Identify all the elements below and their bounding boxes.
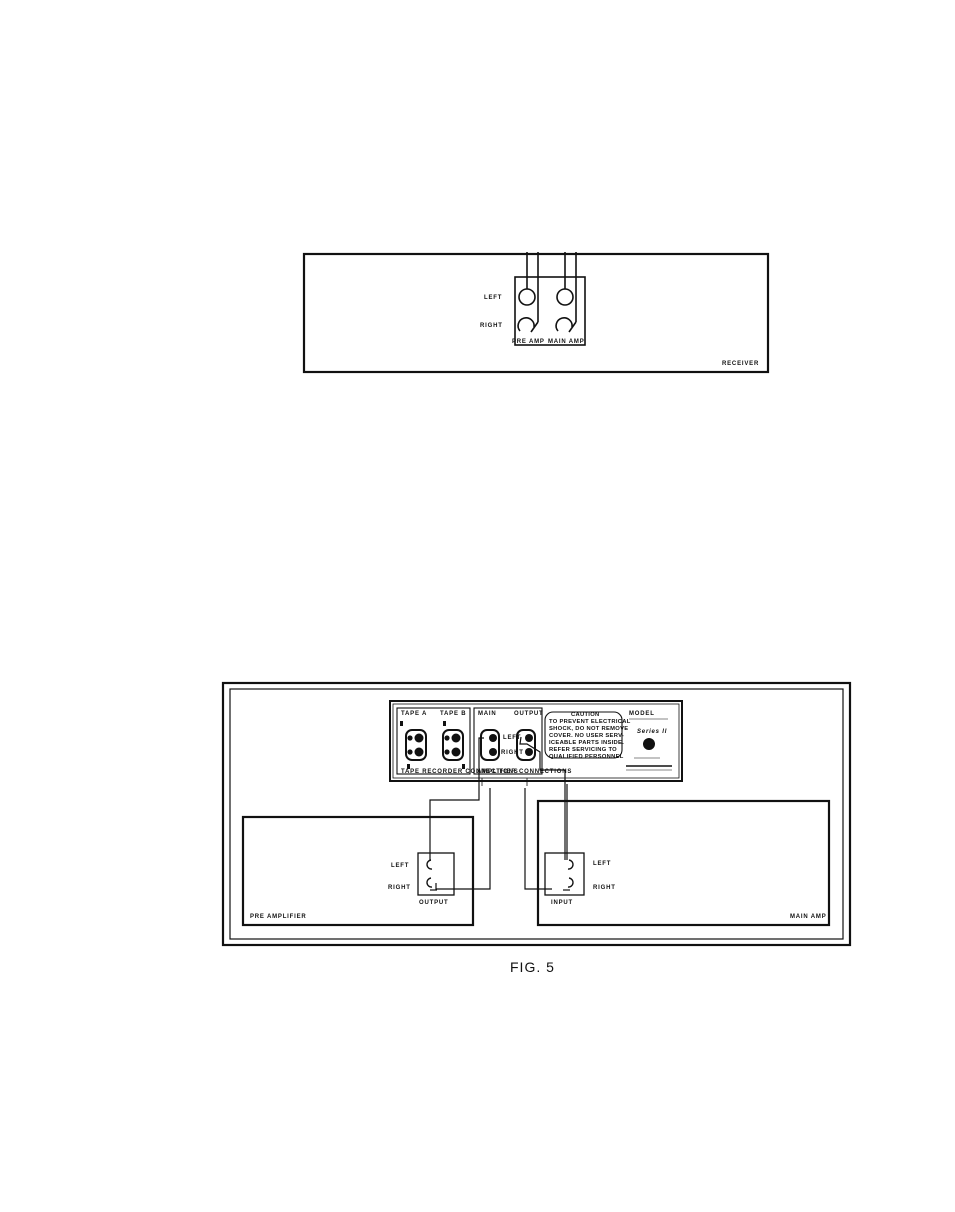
output-label: OUTPUT [514, 711, 543, 717]
tape-a-label: TAPE A [401, 711, 427, 717]
preamplifier: LEFT RIGHT OUTPUT PRE AMPLIFIER [241, 815, 475, 927]
rear-right-label: RIGHT [501, 750, 524, 756]
mainamp-input-right-jack[interactable] [567, 877, 574, 888]
preamplifier-chassis [241, 815, 475, 927]
preamp-output-right-jack[interactable] [426, 877, 433, 888]
amp-section [473, 707, 543, 775]
tape-connections-label: TAPE RECORDER CONNECTIONS [401, 769, 519, 775]
preamp-right-label: RIGHT [388, 885, 411, 891]
tape-b-label: TAPE B [440, 711, 466, 717]
tape-a-jacks[interactable] [405, 729, 427, 761]
svg-text:TO PREVENT ELECTRICAL: TO PREVENT ELECTRICAL [549, 719, 631, 725]
preamp-left-jack[interactable] [518, 288, 536, 306]
svg-text:ICEABLE PARTS INSIDE.: ICEABLE PARTS INSIDE. [549, 740, 624, 746]
mainamp-left-label: LEFT [593, 861, 611, 867]
mainamp-input-label: INPUT [551, 900, 573, 906]
main-label: MAIN [478, 711, 497, 717]
preamp-output-left-jack[interactable] [426, 859, 433, 870]
preamp-output-panel [417, 852, 455, 896]
preamp-output-label: OUTPUT [419, 900, 448, 906]
mainamp-left-jack[interactable] [556, 288, 574, 306]
receiver-jack-panel [514, 276, 586, 346]
interconnect-cables [429, 736, 568, 890]
mainamp-in-jacks[interactable] [516, 729, 536, 761]
series-label: Series II [637, 729, 667, 735]
main-amp: LEFT RIGHT INPUT MAIN AMP [536, 799, 831, 927]
separate-components-diagram: TAPE A TAPE B MAIN OUTPUT [221, 681, 852, 975]
preamp-right-jack[interactable] [517, 317, 535, 332]
inner-frame [229, 688, 844, 940]
receiver-mainamp-label: MAIN AMP [548, 339, 585, 345]
receiver-left-label: LEFT [484, 295, 502, 301]
svg-text:SHOCK, DO NOT REMOVE: SHOCK, DO NOT REMOVE [549, 726, 628, 732]
mainamp-input-left-jack[interactable] [567, 859, 574, 870]
receiver-right-label: RIGHT [480, 323, 503, 329]
rear-left-label: LEFT [503, 735, 521, 741]
mainamp-unit-label: MAIN AMP [790, 914, 827, 920]
svg-text:QUALIFIED PERSONNEL: QUALIFIED PERSONNEL [549, 754, 624, 760]
outer-frame [221, 681, 852, 947]
amp-connections-label: AMPLIFIER CONNECTIONS [477, 769, 572, 775]
figure-caption: FIG. 5 [510, 959, 555, 975]
mainamp-right-jack[interactable] [555, 317, 573, 332]
caution-box: CAUTION TO PREVENT ELECTRICAL SHOCK, DO … [544, 711, 631, 760]
model-label: MODEL [629, 711, 655, 717]
rear-panel: TAPE A TAPE B MAIN OUTPUT [389, 700, 683, 786]
mainamp-right-label: RIGHT [593, 885, 616, 891]
fuse-holder[interactable] [643, 738, 655, 750]
receiver-jumper-wires [526, 252, 577, 333]
svg-text:COVER. NO USER SERV-: COVER. NO USER SERV- [549, 733, 624, 739]
receiver-diagram: LEFT RIGHT PRE AMP MAIN AMP RECEIVER [302, 252, 770, 374]
svg-text:REFER SERVICING TO: REFER SERVICING TO [549, 747, 617, 753]
preamp-unit-label: PRE AMPLIFIER [250, 914, 307, 920]
preamp-left-label: LEFT [391, 863, 409, 869]
tape-section [396, 707, 471, 775]
receiver-preamp-label: PRE AMP [512, 339, 545, 345]
receiver-chassis [302, 252, 770, 374]
preamp-out-jacks[interactable] [480, 729, 500, 761]
caution-title: CAUTION [571, 712, 600, 718]
receiver-unit-label: RECEIVER [722, 361, 759, 367]
main-amp-chassis [536, 799, 831, 927]
tape-b-jacks[interactable] [442, 729, 464, 761]
